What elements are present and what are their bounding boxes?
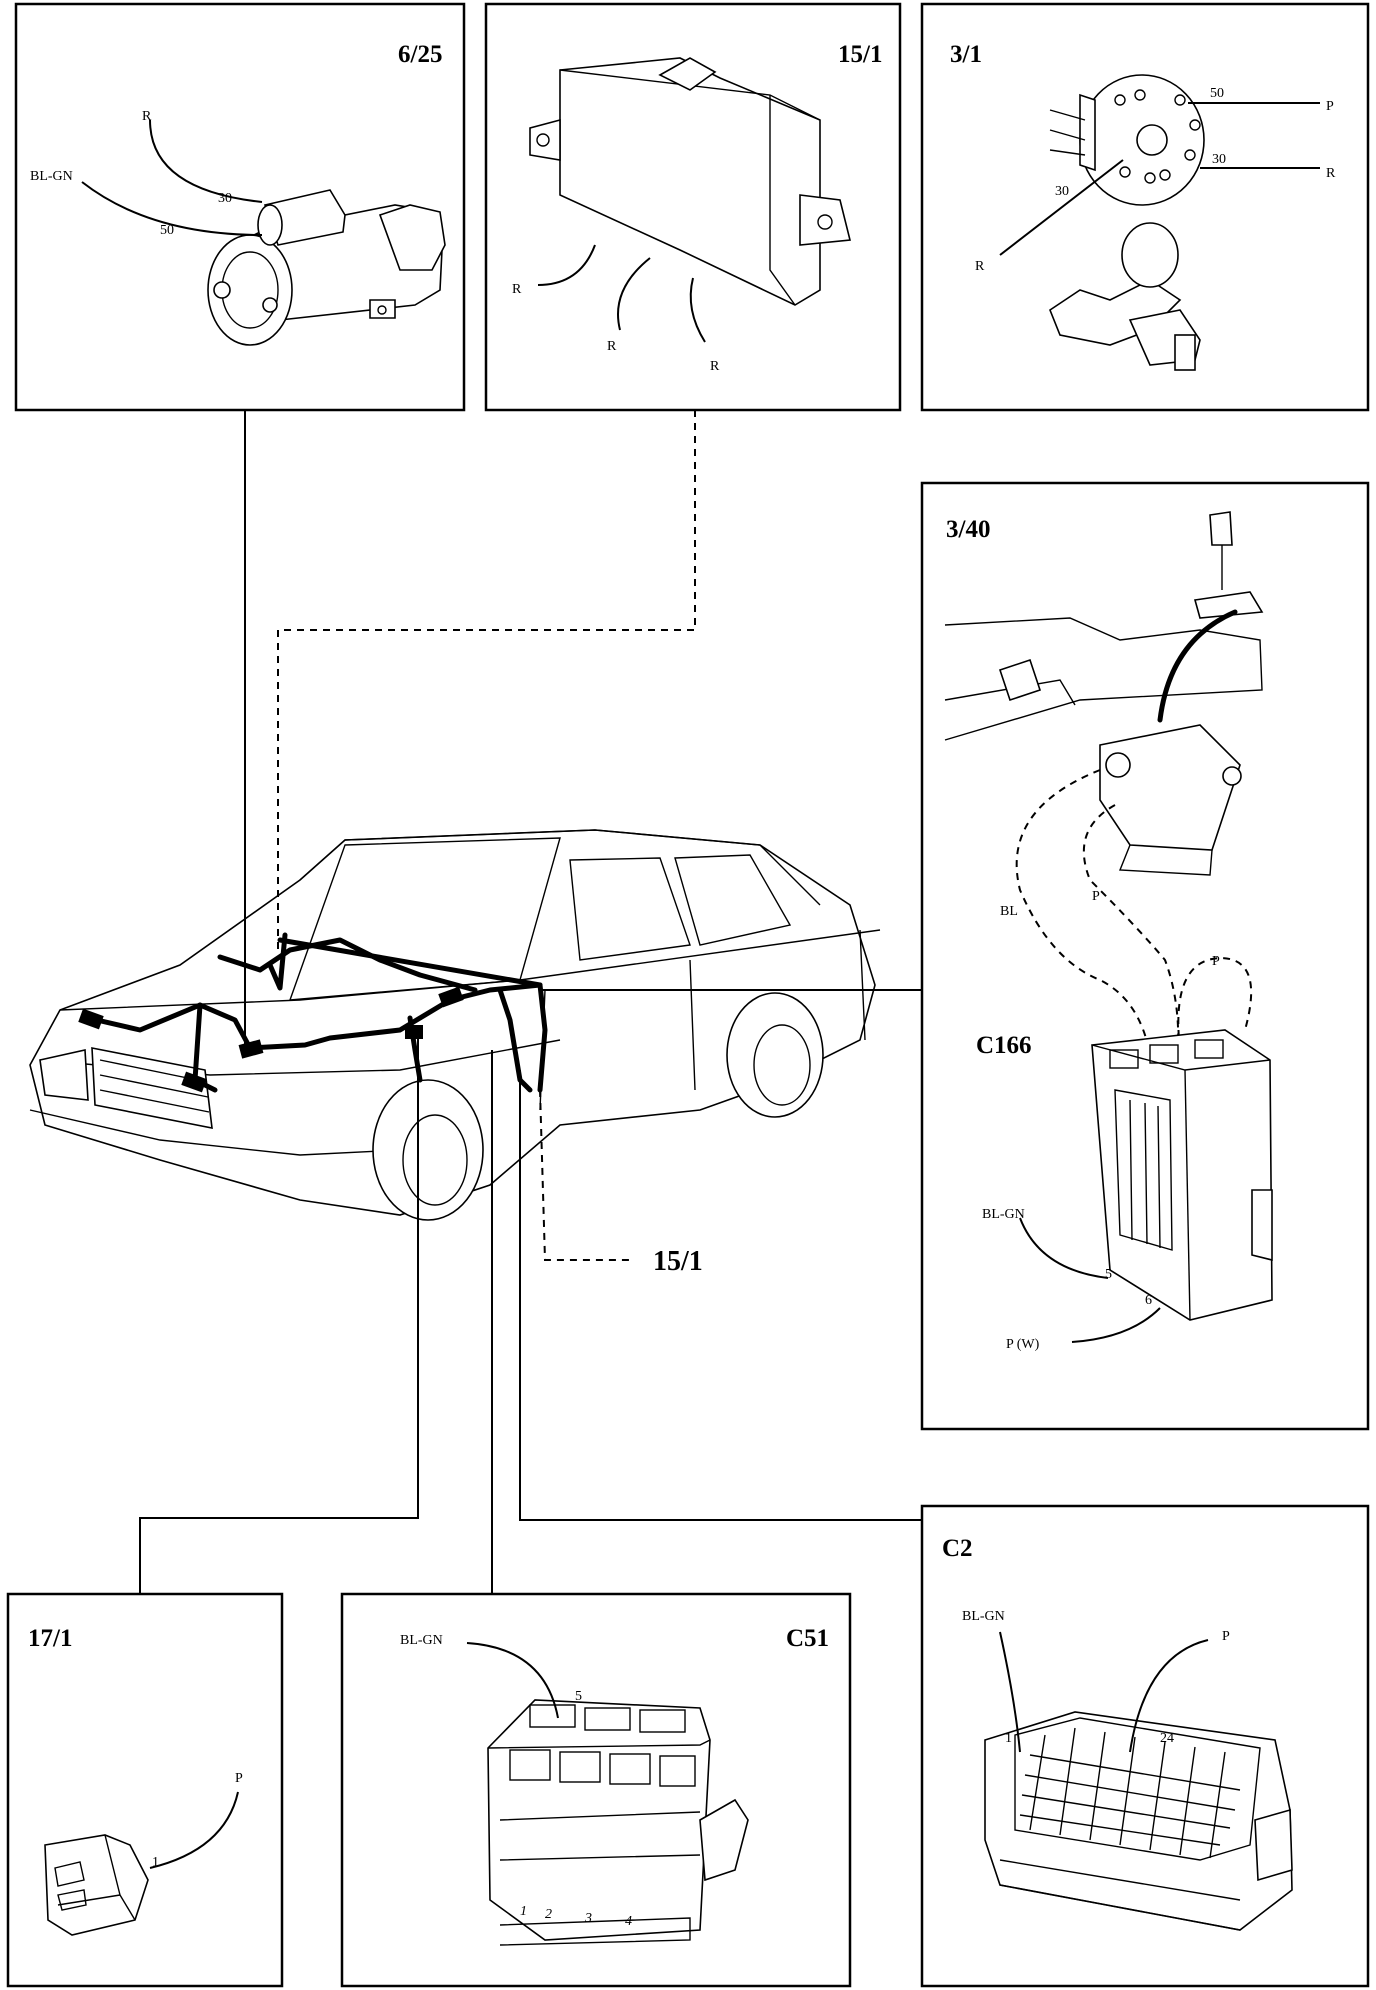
wiring-harness (78, 932, 548, 1093)
pin-label-50: 50 (160, 223, 174, 238)
pin-label-30: 30 (1055, 184, 1069, 199)
car-illustration (29, 829, 881, 1221)
wire-bl-gn (466, 1642, 559, 1719)
wire-label-r: R (1326, 166, 1336, 181)
wire-label-p-w: P (W) (1006, 1337, 1040, 1352)
wire-p (149, 1791, 239, 1869)
pin-label-50: 50 (1210, 86, 1224, 101)
wire-label-r: R (607, 339, 617, 354)
pin-label-30: 30 (218, 191, 232, 206)
panel-gear-selector: 3/40 BL P P C166 (920, 481, 1370, 1431)
ignition-switch-illustration (1049, 74, 1205, 371)
wire-r (537, 244, 596, 286)
wire-r (999, 159, 1124, 256)
pin-label-1: 1 (1005, 1731, 1012, 1746)
wire-label-r: R (142, 109, 152, 124)
wire-bl-gn (81, 181, 263, 236)
connector-c2-illustration (984, 1711, 1293, 1931)
gear-selector-illustration (944, 511, 1264, 876)
wire-label-bl-gn: BL-GN (982, 1207, 1025, 1222)
relay-connector-illustration (44, 1834, 149, 1936)
pin-label-3: 3 (584, 1911, 592, 1926)
wire-label-bl: BL (1000, 904, 1018, 919)
wire-bl-gn (1019, 1217, 1109, 1279)
pin-label-5: 5 (575, 1689, 582, 1704)
panel-c2: C2 BL-GN P 1 24 (920, 1504, 1370, 1988)
pin-label-1: 1 (152, 1855, 159, 1870)
wire-p-w (1071, 1307, 1161, 1343)
control-module-illustration (529, 57, 852, 306)
wire-label-r: R (710, 359, 720, 374)
callout-label: 15/1 (653, 1246, 703, 1277)
panel-title: 6/25 (398, 41, 442, 68)
starter-motor-illustration (207, 189, 446, 346)
panel-c51: C51 BL-GN 5 1 2 3 4 (340, 1592, 852, 1988)
pin-label-4: 4 (625, 1914, 632, 1929)
connector-c166-illustration (1091, 1029, 1273, 1321)
connector-id: C166 (976, 1032, 1032, 1059)
panel-relay: 17/1 P 1 (6, 1592, 284, 1988)
wire-r (617, 257, 651, 331)
wire-r (149, 119, 263, 203)
panel-title: 3/1 (950, 41, 982, 68)
wire-bl (1015, 769, 1151, 1056)
wire-label-bl-gn: BL-GN (400, 1633, 443, 1648)
wire-label-p: P (1092, 889, 1100, 904)
pin-label-30: 30 (1212, 152, 1226, 167)
wire-label-bl-gn: BL-GN (962, 1609, 1005, 1624)
panel-title: 17/1 (28, 1625, 72, 1652)
wire-label-p: P (1212, 954, 1220, 969)
panel-title: 15/1 (838, 41, 882, 68)
pin-label-1: 1 (520, 1904, 527, 1919)
pin-label-24: 24 (1160, 1731, 1174, 1746)
leader-lines (139, 410, 922, 1594)
wire-p (1177, 956, 1253, 1051)
wire-label-r: R (975, 259, 985, 274)
panel-title: C2 (942, 1535, 973, 1562)
pin-label-6: 6 (1145, 1293, 1152, 1308)
wire-label-bl-gn: BL-GN (30, 169, 73, 184)
wire-label-p: P (1222, 1629, 1230, 1644)
panel-title: 3/40 (946, 516, 990, 543)
pin-label-2: 2 (545, 1907, 552, 1922)
wire-label-r: R (512, 282, 522, 297)
wire-label-p: P (235, 1771, 243, 1786)
panel-starter: 6/25 R BL-GN 30 50 (14, 2, 466, 412)
wire-r (689, 277, 706, 343)
pin-label-5: 5 (1105, 1267, 1112, 1282)
wire-p (1082, 804, 1180, 1051)
panel-control-module: 15/1 R R R (484, 2, 902, 412)
wire-p (1129, 1639, 1209, 1753)
panel-title: C51 (786, 1625, 829, 1652)
wire-label-p: P (1326, 99, 1334, 114)
panel-ignition-switch: 3/1 P R R 50 30 30 (920, 2, 1370, 412)
connector-c51-illustration (487, 1699, 749, 1946)
wire-bl-gn (999, 1631, 1021, 1753)
